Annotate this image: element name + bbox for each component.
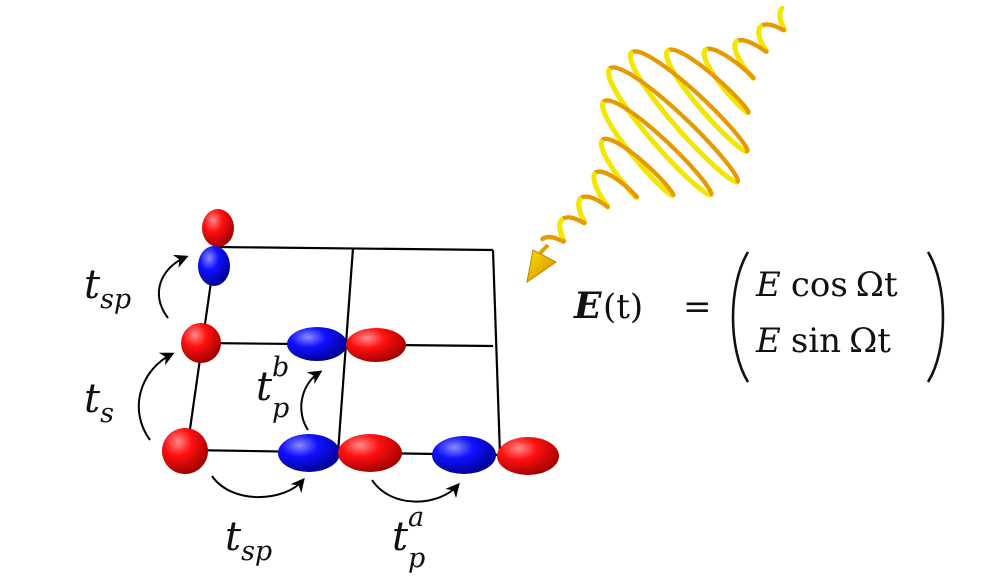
curved-arrow-icon bbox=[137, 352, 175, 441]
label-t-s: ts bbox=[84, 376, 114, 429]
pulse-arrowhead-icon bbox=[526, 249, 557, 284]
s-orbital-middle-left bbox=[181, 323, 221, 363]
s-orbital-middle-center bbox=[346, 328, 406, 362]
label-t-p-a-sub: p bbox=[408, 543, 425, 574]
label-t-p-a-sup: a bbox=[408, 502, 424, 533]
pulse-shaft bbox=[538, 243, 550, 255]
label-t-p-b-sup: b bbox=[272, 352, 289, 383]
curved-arrow-icon bbox=[158, 254, 189, 319]
label-t-p-b: t bbox=[256, 364, 273, 410]
curved-arrow-icon bbox=[211, 475, 305, 499]
grid-line-top bbox=[215, 245, 494, 252]
grid-line-center bbox=[336, 247, 355, 454]
p-orbital-bottom-1 bbox=[278, 434, 340, 472]
matrix-left-paren bbox=[731, 251, 750, 383]
label-t-p-a: t bbox=[392, 514, 409, 560]
s-orbital-bottom-center bbox=[338, 434, 402, 472]
label-t-sp-left: tsp bbox=[84, 262, 131, 315]
s-orbital-bottom-right bbox=[497, 437, 559, 475]
grid-line-right bbox=[491, 249, 502, 456]
matrix-right-paren bbox=[926, 251, 945, 383]
hopping-arrows bbox=[137, 254, 460, 503]
p-orbital-left-top bbox=[198, 246, 230, 286]
p-orbital-bottom-2 bbox=[432, 436, 496, 474]
s-orbital-top bbox=[202, 209, 234, 247]
hopping-labels: tsp ts t b p tsp t a p bbox=[84, 262, 425, 574]
label-t-p-b-sub: p bbox=[272, 393, 289, 424]
orbitals bbox=[162, 209, 559, 475]
s-orbital-bottom-left bbox=[162, 428, 208, 474]
label-t-sp-bottom: tsp bbox=[225, 514, 272, 567]
equation-vector-E: E bbox=[573, 285, 602, 327]
curved-arrow-icon bbox=[371, 479, 460, 503]
equation-equals: = bbox=[683, 287, 712, 327]
curved-arrow-icon bbox=[300, 370, 323, 431]
helical-light-pulse-icon bbox=[526, 5, 787, 284]
p-orbital-middle bbox=[287, 327, 347, 361]
equation-argument: (t) bbox=[603, 287, 643, 327]
